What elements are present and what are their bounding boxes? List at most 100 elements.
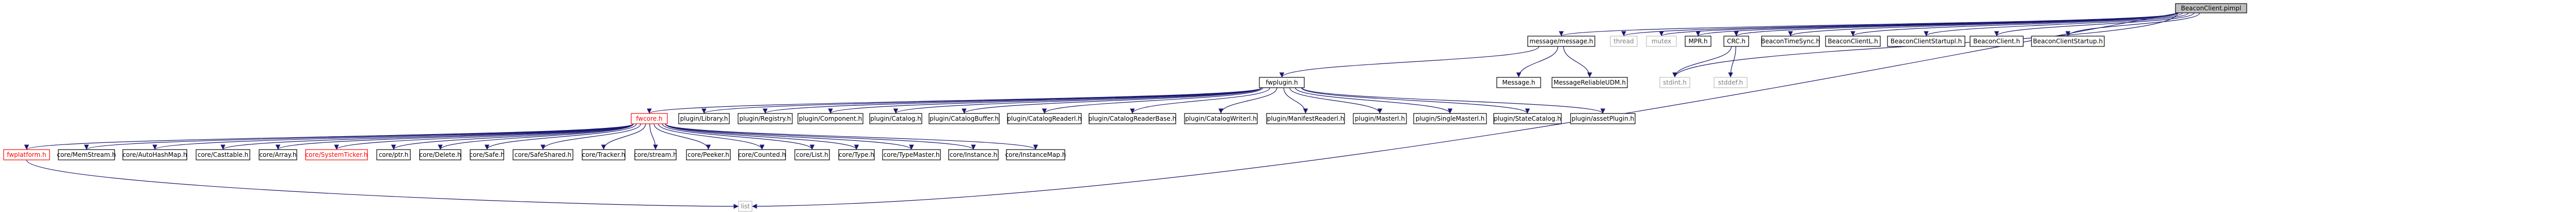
node-label: core/TypeMaster.h bbox=[884, 151, 940, 158]
node-core_array_h[interactable]: core/Array.h bbox=[259, 149, 297, 160]
node-label: Message.h bbox=[1502, 79, 1535, 86]
node-core_tracker_h[interactable]: core/Tracker.h bbox=[582, 149, 626, 160]
node-box bbox=[1685, 36, 1711, 47]
node-plugin_catalogreaderl_h[interactable]: plugin/CatalogReaderl.h bbox=[1007, 113, 1082, 124]
node-core_peeker_h[interactable]: core/Peeker.h bbox=[686, 149, 731, 160]
node-box bbox=[582, 149, 626, 160]
node-beacontimesync_h[interactable]: BeaconTimeSync.h bbox=[1761, 36, 1820, 47]
node-label: message/message.h bbox=[1529, 38, 1593, 45]
node-plugin_manifestreaderl_h[interactable]: plugin/ManifestReaderl.h bbox=[1266, 113, 1345, 124]
node-plugin_registry_h[interactable]: plugin/Registry.h bbox=[738, 113, 793, 124]
edge-fwplugin_h-to-plugin_singlemasterl_h bbox=[1294, 87, 1453, 114]
node-label: core/InstanceMap.h bbox=[1005, 151, 1066, 158]
node-plugin_catalogbuffer_h[interactable]: plugin/CatalogBuffer.h bbox=[929, 113, 1000, 124]
edge-crc_h-to-stdint_h bbox=[1672, 46, 1732, 78]
node-label: list bbox=[741, 203, 750, 210]
node-plugin_catalog_h[interactable]: plugin/Catalog.h bbox=[869, 113, 922, 124]
node-box bbox=[1551, 77, 1628, 88]
node-fwplugin_h[interactable]: fwplugin.h bbox=[1259, 77, 1305, 88]
edge-fwcore_h-to-core_peeker_h bbox=[653, 123, 711, 150]
edge-fwplugin_h-to-plugin_catalogreaderl_h bbox=[1042, 87, 1263, 114]
node-beaconclientstartupl_h[interactable]: BeaconClientStartupl.h bbox=[1887, 36, 1965, 47]
edge-message_h-to-messageh bbox=[1516, 46, 1558, 78]
node-message_h[interactable]: message/message.h bbox=[1527, 36, 1595, 47]
node-box bbox=[1259, 77, 1305, 88]
edge-fwplugin_h-to-plugin_catalogbuffer_h bbox=[962, 87, 1262, 114]
node-core_type_h[interactable]: core/Type.h bbox=[838, 149, 875, 160]
edge-fwplugin_h-to-plugin_masterl_h bbox=[1289, 87, 1383, 114]
node-mutex: mutex bbox=[1646, 36, 1677, 47]
edge-fwplugin_h-to-plugin_registry_h bbox=[763, 87, 1262, 114]
node-box bbox=[678, 113, 730, 124]
node-label: core/Safe.h bbox=[469, 151, 504, 158]
node-fwcore_h[interactable]: fwcore.h bbox=[631, 113, 668, 124]
node-mpr_h[interactable]: MPR.h bbox=[1685, 36, 1711, 47]
node-beaconclientl_h[interactable]: BeaconClientL.h bbox=[1825, 36, 1881, 47]
node-box bbox=[1184, 113, 1258, 124]
node-label: fwplugin.h bbox=[1266, 79, 1298, 86]
edge-message_h-to-messagereliableudm_h bbox=[1563, 46, 1592, 78]
node-core_casttable_h[interactable]: core/Casttable.h bbox=[196, 149, 250, 160]
node-fwplatform_h[interactable]: fwplatform.h bbox=[3, 149, 50, 160]
node-plugin_catalogwriterl_h[interactable]: plugin/CatalogWriterl.h bbox=[1184, 113, 1258, 124]
node-core_stream_h[interactable]: core/stream.h bbox=[634, 149, 677, 160]
node-plugin_assetplugin_h[interactable]: plugin/assetPlugin.h bbox=[1570, 113, 1636, 124]
node-label: BeaconClient.pimpl bbox=[2181, 5, 2242, 12]
node-plugin_component_h[interactable]: plugin/Component.h bbox=[797, 113, 863, 124]
node-label: core/Casttable.h bbox=[198, 151, 249, 158]
node-core_safe_h[interactable]: core/Safe.h bbox=[469, 149, 505, 160]
node-label: core/List.h bbox=[796, 151, 828, 158]
node-beaconclient_pimpl[interactable]: BeaconClient.pimpl bbox=[2175, 3, 2247, 13]
node-core_autohashmap_h[interactable]: core/AutoHashMap.h bbox=[122, 149, 187, 160]
node-core_memstream_h[interactable]: core/MemStream.h bbox=[57, 149, 116, 160]
node-plugin_singlemasterl_h[interactable]: plugin/SingleMasterl.h bbox=[1413, 113, 1487, 124]
node-label: fwplatform.h bbox=[7, 151, 46, 158]
edge-fwcore_h-to-core_safe_h bbox=[484, 123, 637, 150]
edge-fwcore_h-to-core_memstream_h bbox=[84, 123, 634, 150]
node-plugin_statecatalog_h[interactable]: plugin/StateCatalog.h bbox=[1493, 113, 1562, 124]
node-box bbox=[738, 201, 753, 212]
edge-crc_h-to-stddef_h bbox=[1728, 46, 1736, 78]
node-label: plugin/Registry.h bbox=[740, 115, 791, 122]
node-core_delete_h[interactable]: core/Delete.h bbox=[419, 149, 461, 160]
node-label: stddef.h bbox=[1718, 79, 1743, 86]
edge-fwcore_h-to-core_instancemap_h bbox=[665, 123, 1038, 150]
node-core_typemaster_h[interactable]: core/TypeMaster.h bbox=[882, 149, 941, 160]
edge-fwplugin_h-to-plugin_catalogwriterl_h bbox=[1218, 87, 1277, 114]
node-core_counted_h[interactable]: core/Counted.h bbox=[738, 149, 786, 160]
node-messagereliableudm_h[interactable]: MessageReliableUDM.h bbox=[1551, 77, 1628, 88]
node-box bbox=[948, 149, 999, 160]
node-beaconclient_h[interactable]: BeaconClient.h bbox=[1970, 36, 2024, 47]
node-plugin_masterl_h[interactable]: plugin/Masterl.h bbox=[1353, 113, 1407, 124]
node-core_instance_h[interactable]: core/Instance.h bbox=[948, 149, 999, 160]
node-crc_h[interactable]: CRC.h bbox=[1723, 36, 1749, 47]
node-plugin_library_h[interactable]: plugin/Library.h bbox=[678, 113, 730, 124]
node-box bbox=[1610, 36, 1638, 47]
edge-fwplugin_h-to-plugin_statecatalog_h bbox=[1301, 87, 1530, 114]
node-label: core/ptr.h bbox=[379, 151, 409, 158]
node-box bbox=[1723, 36, 1749, 47]
node-box bbox=[196, 149, 250, 160]
node-core_safeshared_h[interactable]: core/SafeShared.h bbox=[513, 149, 573, 160]
node-core_systemticker_h[interactable]: core/SystemTicker.h bbox=[305, 149, 368, 160]
edge-fwcore_h-to-core_safeshared_h bbox=[540, 123, 642, 150]
node-label: core/SafeShared.h bbox=[515, 151, 571, 158]
edge-beaconclient_pimpl-to-message_h bbox=[1559, 12, 2178, 37]
edge-beaconclient_pimpl-to-beacontimesync_h bbox=[1788, 12, 2178, 37]
node-messageh[interactable]: Message.h bbox=[1496, 77, 1541, 88]
node-core_list_h[interactable]: core/List.h bbox=[794, 149, 830, 160]
node-core_instancemap_h[interactable]: core/InstanceMap.h bbox=[1005, 149, 1066, 160]
edge-fwplugin_h-to-plugin_catalogreaderbase_h bbox=[1130, 87, 1270, 114]
node-label: MessageReliableUDM.h bbox=[1554, 79, 1626, 86]
node-beaconclientstartup_h[interactable]: BeaconClientStartup.h bbox=[2031, 36, 2105, 47]
node-stdint_h: stdint.h bbox=[1659, 77, 1690, 88]
node-box bbox=[1266, 113, 1345, 124]
node-box bbox=[1761, 36, 1820, 47]
node-label: BeaconClientStartup.h bbox=[2033, 38, 2103, 45]
node-plugin_catalogreaderbase_h[interactable]: plugin/CatalogReaderBase.h bbox=[1089, 113, 1176, 124]
node-box bbox=[838, 149, 875, 160]
node-label: plugin/StateCatalog.h bbox=[1494, 115, 1561, 122]
node-core_ptr_h[interactable]: core/ptr.h bbox=[376, 149, 411, 160]
edges-layer bbox=[24, 12, 2200, 209]
node-box bbox=[882, 149, 941, 160]
